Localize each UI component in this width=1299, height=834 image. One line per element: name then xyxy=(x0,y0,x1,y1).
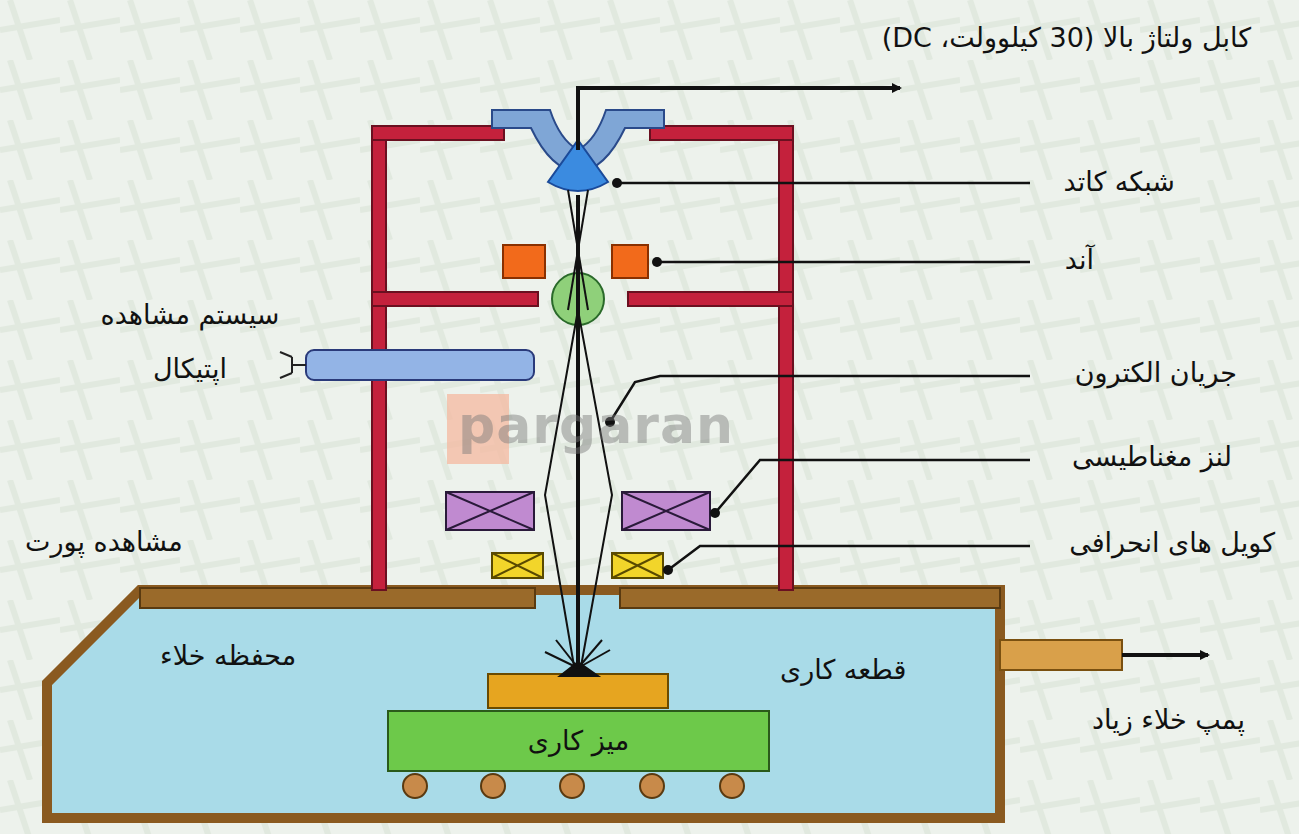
optical-system-label: سیستم مشاهده اپتیکال xyxy=(70,288,310,396)
pump-arrow xyxy=(1122,653,1208,657)
leader-line xyxy=(610,183,1030,570)
magnetic-lens xyxy=(446,492,710,530)
pump-label: پمپ خلاء زیاد xyxy=(1092,704,1245,736)
lens-label: لنز مغناطیسی xyxy=(1072,441,1232,473)
cable-label: کابل ولتاژ بالا (30 کیلوولت، DC) xyxy=(882,22,1251,54)
chamber-label: محفظه خلاء xyxy=(160,640,296,672)
table-wheels xyxy=(403,774,744,798)
deflection-coil xyxy=(492,553,663,578)
cathode-label: شبکه کاتد xyxy=(1063,166,1175,198)
table-label: میز کاری xyxy=(528,725,629,757)
vacuum-chamber xyxy=(47,590,1000,818)
weld-splash xyxy=(545,640,610,676)
pump-pipe xyxy=(1000,640,1122,670)
vacuum-chamber: محفظه خلاء قطعه کاری میز کاری xyxy=(47,590,1000,818)
view-port-label: مشاهده پورت xyxy=(25,526,183,558)
workpiece xyxy=(488,674,668,708)
anode xyxy=(503,245,545,278)
chamber-top xyxy=(620,588,1000,608)
workpiece-label: قطعه کاری xyxy=(780,654,906,686)
eyepiece xyxy=(280,352,306,378)
anode xyxy=(612,245,648,278)
leader-dot xyxy=(605,178,720,575)
optical-tube xyxy=(306,350,534,380)
work-table: میز کاری xyxy=(387,710,770,772)
watermark: pargaran xyxy=(458,394,734,456)
anode-label: آند xyxy=(1065,244,1094,276)
hv-cable xyxy=(578,88,900,150)
beam-label: جریان الکترون xyxy=(1075,357,1237,389)
chamber-top xyxy=(140,588,535,608)
deflection-label: کویل های انحرافی xyxy=(1069,527,1275,559)
